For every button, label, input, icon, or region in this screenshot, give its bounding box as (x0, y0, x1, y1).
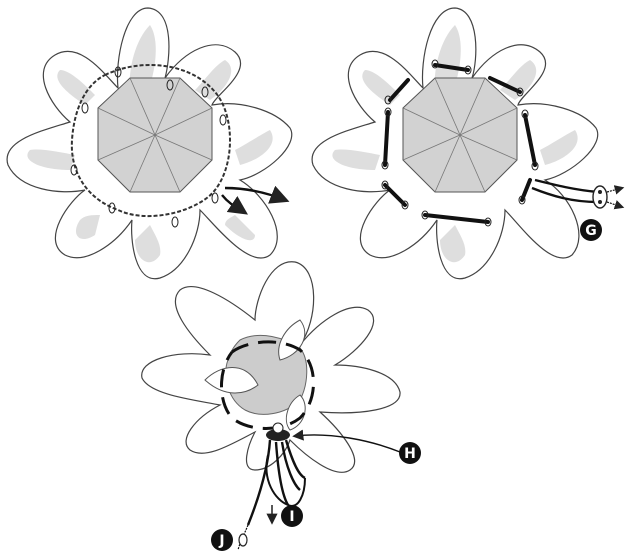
callout-h-label: H (404, 446, 416, 462)
cord-lock-hole-2 (598, 200, 602, 204)
callout-j: J (211, 529, 233, 551)
callout-j-label: J (218, 533, 224, 549)
callout-h: H (399, 442, 421, 464)
cord-end-2c (607, 188, 622, 192)
callout-g-label: G (585, 223, 597, 239)
callout-i: I (281, 505, 303, 527)
figure-step-3: H I J (142, 262, 421, 551)
figure-step-1 (7, 8, 292, 279)
callout-g: G (580, 219, 602, 241)
cord-lock-g (593, 186, 607, 208)
callout-i-label: I (289, 509, 294, 525)
cord-end-2d (607, 202, 622, 207)
cord-lock-j (239, 534, 247, 546)
figure-step-2: G (312, 8, 622, 279)
cord-lock-hole-1 (598, 190, 602, 194)
bundle-knot (273, 423, 283, 433)
